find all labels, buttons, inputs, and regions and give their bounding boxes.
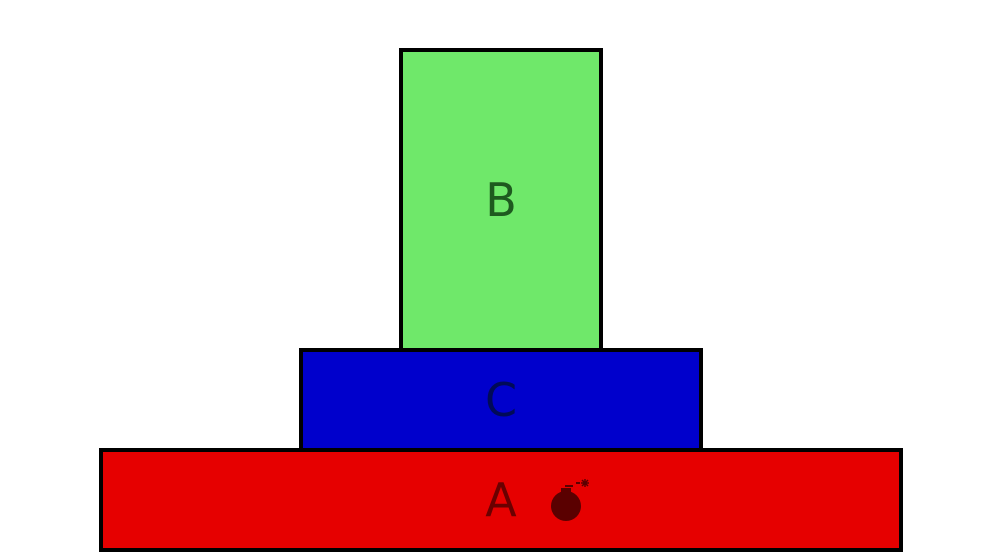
block-c-label: C [484,373,518,427]
block-b-label: B [485,173,517,227]
block-a: A [99,448,903,552]
block-b: B [399,48,603,352]
block-c: C [299,348,703,452]
bomb-icon [551,479,589,521]
block-a-label: A [485,473,517,527]
